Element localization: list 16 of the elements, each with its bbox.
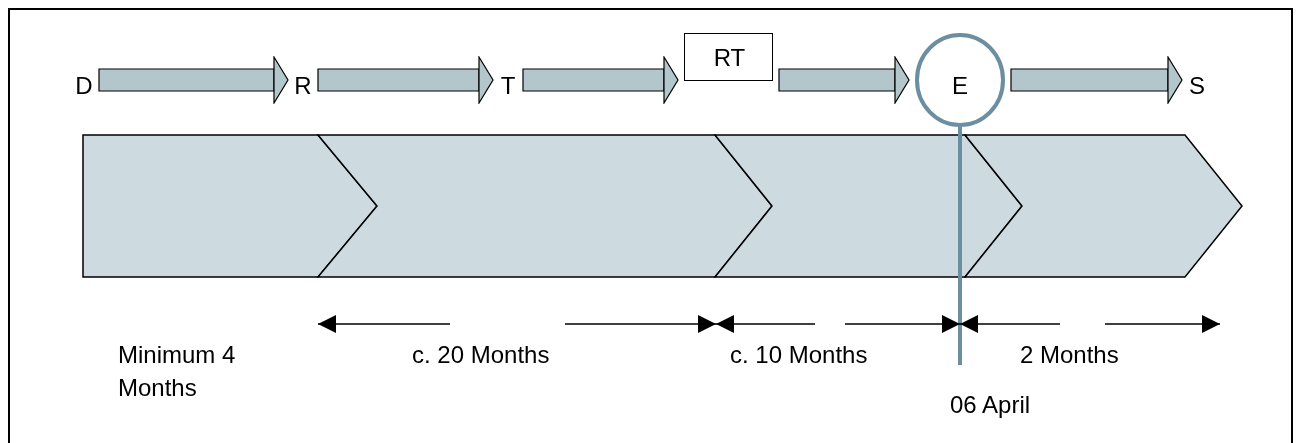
block-arrow bbox=[98, 56, 289, 104]
block-arrow bbox=[1010, 56, 1183, 104]
duration-label: c. 10 Months bbox=[730, 340, 869, 370]
duration-label: c. 20 Months bbox=[412, 340, 551, 370]
block-arrow bbox=[778, 56, 910, 104]
duration-label: 2 Months bbox=[1020, 340, 1120, 370]
stage-label: S bbox=[1189, 74, 1205, 98]
block-arrow bbox=[522, 56, 679, 104]
stage-label: RT bbox=[713, 46, 746, 70]
stage-label: R bbox=[294, 74, 312, 98]
stage-label: D bbox=[75, 74, 93, 98]
stage-label: E bbox=[952, 74, 968, 98]
date-label: 06 April bbox=[950, 390, 1031, 420]
stage-label: T bbox=[500, 74, 516, 98]
duration-label: Minimum 4 Months bbox=[118, 340, 237, 403]
block-arrow bbox=[317, 56, 494, 104]
